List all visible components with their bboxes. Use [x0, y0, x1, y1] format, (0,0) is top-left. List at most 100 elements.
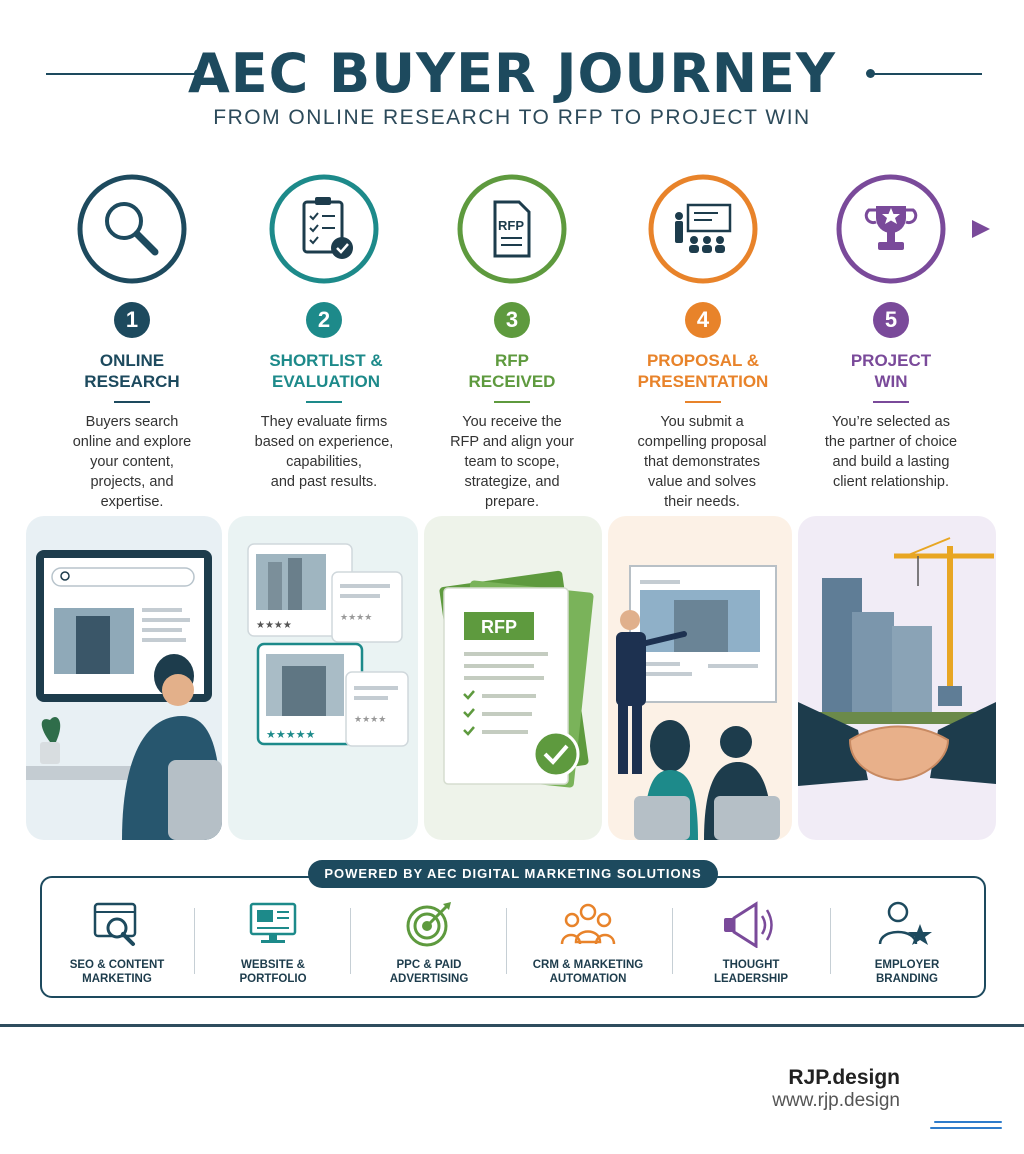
svg-text:★★★★: ★★★★ — [354, 715, 386, 725]
step-3-desc-line: RFP and align your — [450, 434, 574, 450]
header: AEC BUYER JOURNEY — [0, 38, 1024, 108]
service-divider — [506, 908, 507, 974]
footer-divider — [0, 1024, 1024, 1027]
step-description-4: You submit a compelling proposal that de… — [612, 412, 792, 512]
step-rule-1 — [114, 401, 150, 403]
step-number-5: 5 — [873, 302, 909, 338]
shortlist-illustration: ★★★★ ★★★★ ★★★★★ ★★★★ — [247, 543, 409, 747]
step-4-desc-line: compelling proposal — [637, 434, 767, 450]
svg-text:★★★★: ★★★★ — [256, 620, 292, 631]
project-win-illustration — [798, 537, 996, 786]
title-divider-dot-left — [194, 69, 203, 78]
step-5-desc-line: and build a lasting — [832, 454, 950, 470]
step-title-3: RFP RECEIVED — [422, 350, 602, 392]
step-4-desc-line: their needs. — [664, 494, 740, 510]
services-banner: POWERED BY AEC DIGITAL MARKETING SOLUTIO… — [308, 860, 718, 888]
service-seo-content: SEO & CONTENT MARKETING — [42, 878, 192, 1000]
step-title-1: ONLINE RESEARCH — [42, 350, 222, 392]
step-3-desc-line: prepare. — [484, 494, 539, 510]
step-2-desc-line: based on experience, — [254, 434, 394, 450]
people-group-icon — [560, 903, 616, 945]
service-website-portfolio: WEBSITE & PORTFOLIO — [198, 878, 348, 1000]
online-research-illustration — [26, 550, 222, 840]
step-title-4-line1: PROPOSAL & — [646, 351, 760, 370]
service-crm-automation: CRM & MARKETING AUTOMATION — [512, 878, 664, 1000]
journey-flow: RFP — [38, 174, 990, 284]
title-divider-left — [46, 73, 198, 75]
rfp-badge-label: RFP — [481, 617, 517, 637]
service-divider — [194, 908, 195, 974]
step-3-desc-line: team to scope, — [464, 454, 560, 470]
panel-rfp: RFP — [424, 516, 602, 840]
step-rule-3 — [494, 401, 530, 403]
step-1-desc-line: online and explore — [72, 434, 192, 450]
step-title-2-line2: EVALUATION — [272, 372, 380, 391]
svg-text:★★★★: ★★★★ — [340, 613, 372, 623]
step-number-1: 1 — [114, 302, 150, 338]
service-label-line2: BRANDING — [876, 973, 938, 985]
step-title-2: SHORTLIST & EVALUATION — [236, 350, 416, 392]
svg-text:★★★★★: ★★★★★ — [266, 728, 315, 741]
service-label: WEBSITE & PORTFOLIO — [198, 958, 348, 986]
service-label-line2: AUTOMATION — [549, 973, 627, 985]
presentation-icon — [648, 174, 758, 284]
rfp-document-icon: RFP — [457, 174, 567, 284]
service-employer-branding: EMPLOYER BRANDING — [832, 878, 982, 1000]
step-description-2: They evaluate firms based on experience,… — [234, 412, 414, 492]
service-divider — [350, 908, 351, 974]
website-monitor-icon — [249, 902, 297, 943]
step-title-1-line1: ONLINE — [99, 351, 165, 370]
step-5-desc-line: client relationship. — [832, 474, 950, 490]
step-title-4: PROPOSAL & PRESENTATION — [613, 350, 793, 392]
megaphone-icon — [724, 901, 773, 948]
page-subtitle: FROM ONLINE RESEARCH TO RFP TO PROJECT W… — [213, 106, 811, 129]
checklist-icon — [269, 174, 379, 284]
seo-browser-icon — [93, 902, 137, 946]
service-label-line1: PPC & PAID — [396, 959, 462, 971]
service-divider — [672, 908, 673, 974]
panel-online-research — [26, 516, 222, 840]
step-4-desc-line: value and solves — [647, 474, 756, 490]
panel-proposal — [608, 516, 792, 840]
service-label: PPC & PAID ADVERTISING — [354, 958, 504, 986]
step-title-5: PROJECT WIN — [801, 350, 981, 392]
magnifier-icon — [77, 174, 187, 284]
panel-shortlist: ★★★★ ★★★★ ★★★★★ ★★★★ — [228, 516, 418, 840]
service-label: EMPLOYER BRANDING — [832, 958, 982, 986]
service-label-line1: WEBSITE & — [241, 959, 305, 971]
step-rule-5 — [873, 401, 909, 403]
services-box: SEO & CONTENT MARKETING WEBSITE & PORTFO… — [40, 876, 986, 998]
service-label-line2: MARKETING — [82, 973, 152, 985]
service-label: CRM & MARKETING AUTOMATION — [512, 958, 664, 986]
step-5-desc-line: the partner of choice — [824, 434, 958, 450]
step-2-desc-line: and past results. — [270, 474, 378, 490]
step-title-2-line1: SHORTLIST & — [269, 351, 383, 370]
step-1-desc-line: your content, — [90, 454, 174, 470]
target-icon — [406, 902, 451, 947]
service-label-line2: LEADERSHIP — [713, 973, 789, 985]
rfp-icon-label: RFP — [498, 218, 524, 233]
step-number-2: 2 — [306, 302, 342, 338]
step-1-desc-line: expertise. — [100, 494, 164, 510]
step-title-3-line2: RECEIVED — [468, 372, 556, 391]
service-label-line1: EMPLOYER — [874, 959, 940, 971]
step-rule-2 — [306, 401, 342, 403]
service-label-line1: SEO & CONTENT — [69, 959, 165, 971]
service-thought-leadership: THOUGHT LEADERSHIP — [676, 878, 826, 1000]
brand-url[interactable]: www.rjp.design — [772, 1090, 900, 1111]
step-title-5-line1: PROJECT — [850, 351, 932, 370]
proposal-illustration — [616, 565, 780, 840]
step-title-5-line2: WIN — [874, 372, 908, 391]
step-5-desc-line: You’re selected as — [832, 414, 950, 430]
service-divider — [830, 908, 831, 974]
step-description-3: You receive the RFP and align your team … — [422, 412, 602, 512]
page-title: AEC BUYER JOURNEY — [187, 42, 837, 105]
brand-underline-stroke — [930, 1127, 1002, 1129]
step-1-desc-line: Buyers search — [85, 414, 179, 430]
service-label-line1: CRM & MARKETING — [532, 959, 644, 971]
step-title-1-line2: RESEARCH — [84, 372, 180, 391]
service-label-line1: THOUGHT — [722, 959, 780, 971]
service-label-line2: ADVERTISING — [389, 973, 469, 985]
step-2-desc-line: They evaluate firms — [260, 414, 388, 430]
brand-name: RJP.design — [788, 1066, 900, 1089]
